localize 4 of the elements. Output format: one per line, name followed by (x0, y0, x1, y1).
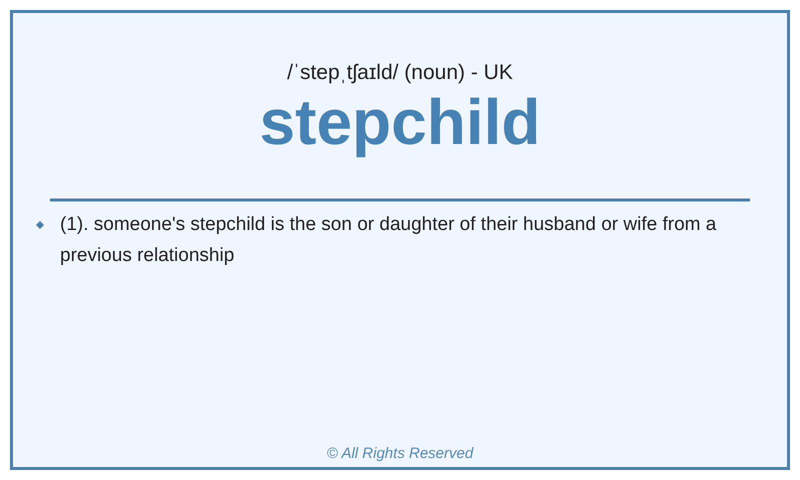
pronunciation: /ˈstepˌtʃaɪld/ (noun) - UK (286, 61, 514, 85)
headword: stepchild (258, 85, 542, 159)
definition: (1). someone's stepchild is the son or daughter of their husband or wife from a previous relationship (60, 213, 718, 268)
copyright-footer: © All Rights Reserved (13, 445, 787, 462)
